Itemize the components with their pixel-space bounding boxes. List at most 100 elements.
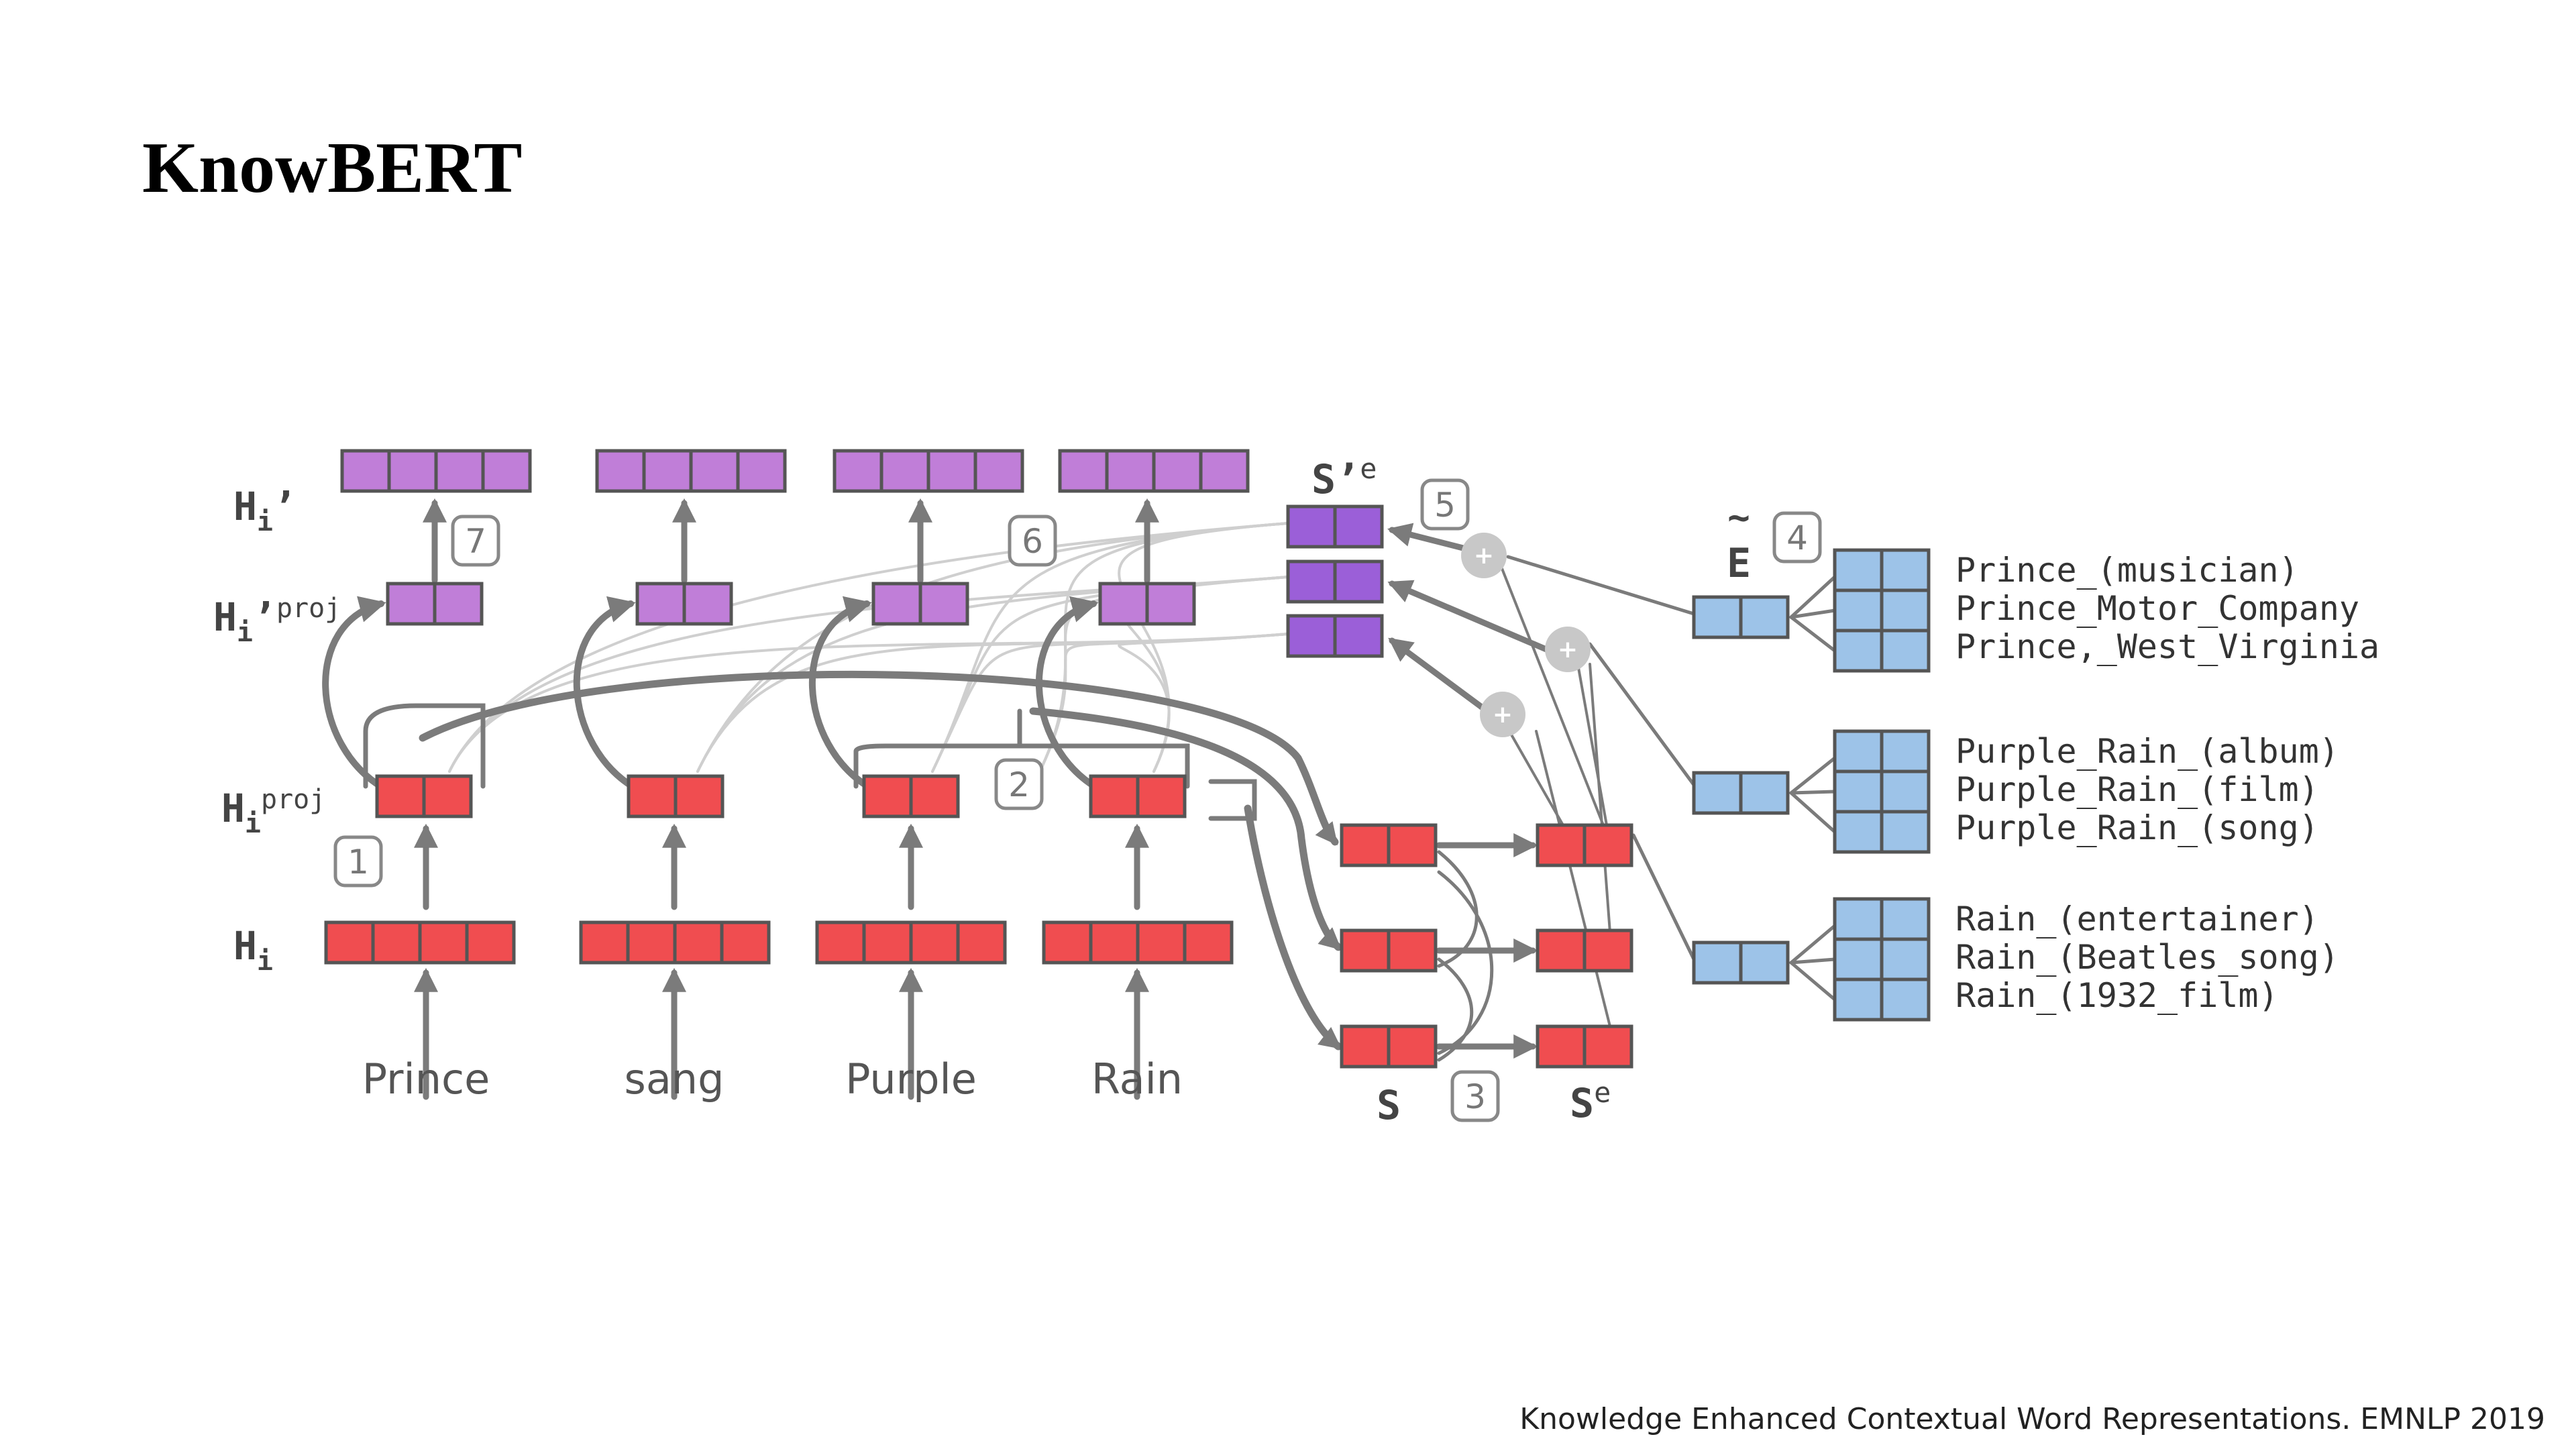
plus-node-0: + bbox=[1461, 533, 1507, 578]
attention-line bbox=[931, 522, 1289, 773]
span-bracket-purple-rain bbox=[853, 708, 1190, 789]
label-e-tilde-mark: ~ bbox=[1727, 496, 1750, 539]
label-hi-proj: Hiproj bbox=[221, 784, 325, 839]
se-prime-vector-0 bbox=[1286, 504, 1384, 549]
candidate-link bbox=[1789, 756, 1837, 795]
arrow-skip-connection bbox=[1035, 596, 1101, 792]
candidate-link bbox=[1789, 961, 1837, 1002]
se-vector-2 bbox=[1536, 1024, 1633, 1069]
hi-proj-vector-1 bbox=[627, 774, 724, 818]
candidate-entities-0 bbox=[1833, 548, 1931, 673]
span-bracket-prince bbox=[363, 703, 486, 789]
plus-node-2: + bbox=[1480, 692, 1525, 737]
label-s: S bbox=[1377, 1082, 1401, 1129]
arrow-plus-to-seprime bbox=[1387, 523, 1469, 552]
hi-prime-proj-vector-1 bbox=[635, 582, 733, 626]
arrow-plus-to-seprime bbox=[1387, 580, 1550, 653]
word-rain: Rain bbox=[1091, 1055, 1183, 1104]
label-hi-prime-proj: Hi’proj bbox=[213, 593, 341, 648]
step-marker-6: 6 bbox=[1008, 515, 1057, 567]
hi-prime-vector-2 bbox=[833, 449, 1024, 493]
step-marker-4: 4 bbox=[1772, 511, 1822, 564]
vector-blocks bbox=[324, 449, 1931, 1069]
candidate-entities-1 bbox=[1833, 729, 1931, 854]
entity-embedding-0 bbox=[1692, 595, 1790, 639]
candidate-link bbox=[1789, 957, 1837, 965]
s-vector-1 bbox=[1340, 928, 1438, 973]
candidate-link bbox=[1789, 924, 1837, 965]
word-prince: Prince bbox=[362, 1055, 490, 1104]
candidate-link bbox=[1789, 791, 1837, 834]
diagram-labels: Prince sang Purple Rain + + + Prince_(musician)… bbox=[213, 452, 2379, 1129]
step-marker-5: 5 bbox=[1420, 478, 1470, 531]
step-marker-7: 7 bbox=[451, 515, 500, 567]
hi-proj-vector-2 bbox=[862, 774, 960, 818]
se-prime-vector-2 bbox=[1286, 614, 1384, 658]
svg-text:+: + bbox=[1558, 636, 1578, 663]
svg-text:2: 2 bbox=[1008, 765, 1030, 804]
se-prime-vector-1 bbox=[1286, 559, 1384, 604]
arrow-span-pool-1 bbox=[419, 670, 1339, 846]
self-attention-arc bbox=[1437, 957, 1474, 1062]
word-purple: Purple bbox=[845, 1055, 977, 1104]
span-bracket-rain bbox=[1208, 779, 1257, 821]
hi-prime-proj-vector-3 bbox=[1098, 582, 1196, 626]
step-marker-1: 1 bbox=[333, 835, 383, 888]
hi-proj-vector-0 bbox=[375, 774, 473, 818]
svg-text:6: 6 bbox=[1022, 522, 1043, 561]
label-se: Se bbox=[1570, 1076, 1611, 1127]
candidate-entities-2 bbox=[1833, 897, 1931, 1022]
se-to-plus-lines bbox=[1499, 562, 1611, 1028]
hi-prime-vector-1 bbox=[595, 449, 787, 493]
hi-vector-1 bbox=[579, 920, 771, 965]
label-hi: Hi bbox=[233, 923, 273, 977]
se-vector-0 bbox=[1536, 823, 1633, 867]
svg-text:4: 4 bbox=[1786, 519, 1808, 557]
svg-text:1: 1 bbox=[347, 843, 369, 881]
svg-text:7: 7 bbox=[465, 522, 486, 561]
hi-prime-proj-vector-2 bbox=[871, 582, 969, 626]
se-vector-1 bbox=[1536, 928, 1633, 973]
arrow-span-pool-3 bbox=[1244, 804, 1342, 1051]
s-vector-0 bbox=[1340, 823, 1438, 867]
connector-lines bbox=[322, 498, 1837, 1100]
hi-vector-3 bbox=[1042, 920, 1234, 965]
attention-line bbox=[448, 522, 1289, 773]
entity-to-plus-lines bbox=[1506, 555, 1696, 961]
entity-embedding-1 bbox=[1692, 771, 1790, 815]
step-marker-2: 2 bbox=[994, 758, 1044, 810]
slide-title: KnowBERT bbox=[142, 128, 523, 208]
hi-proj-vector-3 bbox=[1089, 774, 1187, 818]
candidate-entity-name: Purple_Rain_(film) bbox=[1955, 770, 2319, 809]
hi-prime-vector-3 bbox=[1058, 449, 1250, 493]
arrow-skip-connection bbox=[808, 596, 874, 792]
svg-text:3: 3 bbox=[1464, 1077, 1486, 1116]
candidate-entity-name: Rain_(entertainer) bbox=[1955, 900, 2319, 938]
candidate-entity-name: Prince_(musician) bbox=[1955, 551, 2299, 590]
hi-vector-0 bbox=[324, 920, 516, 965]
step-marker-3: 3 bbox=[1450, 1070, 1500, 1122]
arrow-skip-connection bbox=[322, 596, 387, 792]
candidate-entity-name: Purple_Rain_(song) bbox=[1955, 808, 2319, 847]
hi-prime-proj-vector-0 bbox=[386, 582, 484, 626]
label-e-tilde: E bbox=[1727, 540, 1751, 587]
label-hi-prime: Hi’ bbox=[233, 484, 297, 537]
candidate-entity-name: Purple_Rain_(album) bbox=[1955, 732, 2339, 771]
candidate-link bbox=[1789, 575, 1837, 619]
candidate-entity-name: Prince,_West_Virginia bbox=[1955, 627, 2379, 666]
attention-line bbox=[1118, 633, 1289, 773]
attention-line bbox=[696, 522, 1289, 773]
svg-text:+: + bbox=[1493, 701, 1513, 729]
arrow-skip-connection bbox=[573, 596, 639, 792]
candidate-link bbox=[1789, 615, 1837, 653]
candidate-entity-name: Rain_(1932_film) bbox=[1955, 976, 2279, 1015]
candidate-entity-name: Prince_Motor_Company bbox=[1955, 589, 2359, 628]
word-sang: sang bbox=[625, 1055, 724, 1104]
entity-embedding-2 bbox=[1692, 941, 1790, 985]
candidate-link bbox=[1789, 790, 1837, 795]
label-se-prime: S’e bbox=[1311, 452, 1377, 503]
hi-prime-vector-0 bbox=[340, 449, 532, 493]
candidate-link bbox=[1789, 608, 1837, 619]
arrow-span-pool-2 bbox=[1029, 707, 1342, 951]
